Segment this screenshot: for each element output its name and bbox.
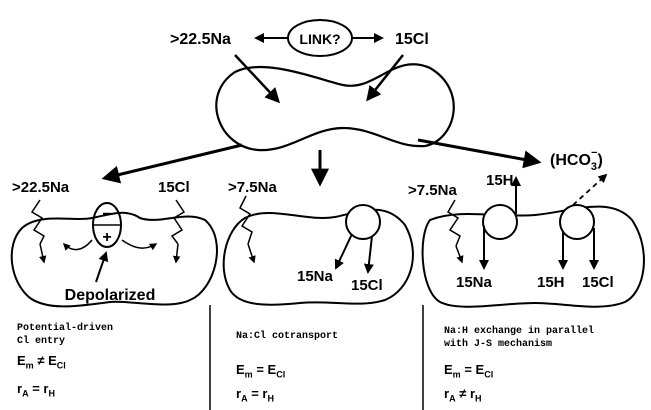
top-cell bbox=[215, 63, 455, 152]
right-caption-line1: Na:H exchange in parallel bbox=[444, 326, 595, 337]
middle-na-out-arrow bbox=[334, 233, 353, 270]
right-caption-line2: with J-S mechanism bbox=[444, 339, 553, 350]
left-caption-line2: Cl entry bbox=[17, 336, 66, 347]
right-h-label: 15H bbox=[486, 172, 514, 189]
right-cl-out-label: 15Cl bbox=[582, 274, 614, 291]
hco3-label: (HCO3−) bbox=[550, 147, 603, 173]
middle-na-label: >7.5Na bbox=[228, 179, 277, 196]
middle-na-zigzag bbox=[239, 195, 253, 245]
middle-cl-out-arrow bbox=[363, 235, 374, 274]
left-na-label: >22.5Na bbox=[12, 179, 70, 196]
right-em-equation: Em = ECl bbox=[444, 362, 494, 380]
middle-em-equation: Em = ECl bbox=[236, 362, 286, 380]
hco3-dashed-arrow bbox=[572, 173, 608, 206]
middle-caption-line1: Na:Cl cotransport bbox=[236, 331, 339, 342]
top-na-label: >22.5Na bbox=[170, 31, 231, 48]
branch-left-arrow bbox=[101, 143, 243, 184]
top-cl-arrow bbox=[366, 54, 404, 102]
right-na-out-label: 15Na bbox=[456, 274, 493, 291]
right-cell bbox=[421, 205, 645, 308]
middle-transporter bbox=[345, 204, 381, 240]
left-na-zigzag bbox=[30, 199, 45, 245]
left-caption-line1: Potential-driven bbox=[17, 323, 114, 334]
depolarized-label: Depolarized bbox=[65, 287, 156, 304]
left-cell bbox=[10, 211, 218, 308]
left-cl-label: 15Cl bbox=[158, 179, 190, 196]
right-h-out-label: 15H bbox=[537, 274, 565, 291]
left-curve-arrow-left bbox=[62, 239, 93, 251]
top-cl-label: 15Cl bbox=[395, 31, 429, 48]
left-caption: Potential-driven Cl entry bbox=[17, 322, 113, 348]
left-em-equation: Em ≠ ECl bbox=[17, 353, 66, 371]
middle-na-arrow bbox=[247, 243, 256, 264]
right-caption: Na:H exchange in parallel with J-S mecha… bbox=[444, 325, 594, 351]
left-cl-zigzag bbox=[170, 199, 186, 245]
right-r-equation: rA ≠ rH bbox=[444, 386, 482, 404]
right-js-transporter bbox=[559, 204, 595, 240]
left-na-arrow bbox=[39, 243, 47, 264]
branch-right-arrow bbox=[417, 138, 542, 169]
left-curve-arrow-right bbox=[121, 239, 158, 251]
right-na-label: >7.5Na bbox=[408, 182, 457, 199]
left-r-equation: rA = rH bbox=[17, 381, 55, 399]
depolarized-arrow bbox=[95, 251, 109, 283]
right-na-arrow bbox=[455, 245, 464, 264]
right-na-zigzag bbox=[446, 199, 461, 247]
middle-na-out-label: 15Na bbox=[297, 268, 334, 285]
link-label: LINK? bbox=[299, 31, 340, 47]
top-na-arrow bbox=[234, 54, 281, 104]
middle-cl-out-label: 15Cl bbox=[351, 277, 383, 294]
left-cl-arrow bbox=[172, 243, 181, 264]
plus-sign: + bbox=[102, 229, 111, 246]
middle-cell bbox=[222, 208, 414, 306]
middle-caption: Na:Cl cotransport bbox=[236, 330, 338, 343]
minus-sign: − bbox=[102, 206, 111, 223]
middle-r-equation: rA = rH bbox=[236, 386, 274, 404]
right-exchanger bbox=[482, 204, 518, 240]
